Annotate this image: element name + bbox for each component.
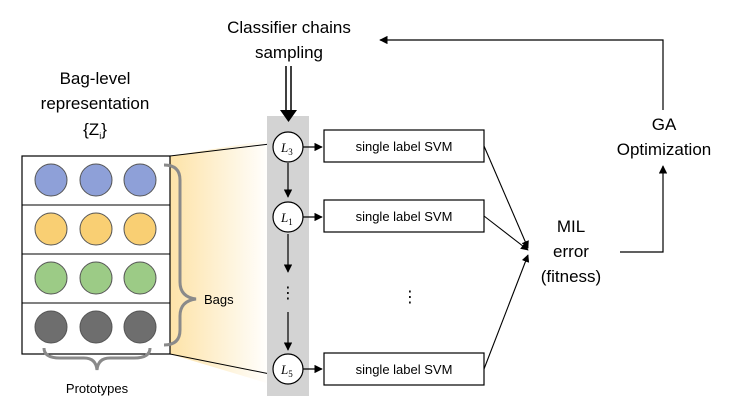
svg-text:L5: L5 (280, 362, 293, 379)
prototype-circle-green-2 (79, 261, 113, 295)
ga-label-line2: Optimization (617, 140, 711, 159)
prototype-circle-green-1 (34, 261, 68, 295)
prototype-circle-green-3 (123, 261, 157, 295)
svm-vdots: ⋮ (402, 289, 418, 306)
mil-label-line3: (fitness) (541, 267, 601, 286)
svm-box-1: single label SVM (323, 129, 485, 163)
svg-text:single label SVM: single label SVM (356, 209, 453, 224)
representation-symbol: {Zi} (83, 120, 107, 141)
mil-label-line1: MIL (557, 217, 585, 236)
prototype-circle-blue-3 (123, 163, 157, 197)
classifier-chains-title-line1: Classifier chains (227, 18, 351, 37)
prototypes-brace (42, 347, 152, 371)
prototype-circle-gray-1 (34, 310, 68, 344)
prototypes-label: Prototypes (66, 381, 129, 396)
svm1-to-mil-arrow (483, 145, 529, 249)
prototype-circle-yellow-2 (79, 212, 113, 246)
svg-text:single label SVM: single label SVM (356, 362, 453, 377)
classifier-chains-title-line2: sampling (255, 43, 323, 62)
chain-node-2: L1 (272, 201, 304, 233)
representation-label-line2: representation (41, 94, 150, 113)
chain-node-3: L5 (272, 353, 304, 385)
prototype-circle-gray-2 (79, 310, 113, 344)
prototype-circle-gray-3 (123, 310, 157, 344)
prototype-circle-yellow-1 (34, 212, 68, 246)
bags-label: Bags (204, 292, 234, 307)
bags-brace (163, 163, 197, 347)
sampling-arrow-head (280, 110, 297, 122)
prototype-circle-blue-1 (34, 163, 68, 197)
svm-box-2: single label SVM (323, 199, 485, 233)
chain-node-1: L3 (272, 131, 304, 163)
projection-line-bottom (169, 353, 271, 375)
mil-label-line2: error (553, 242, 589, 261)
svg-text:L3: L3 (280, 140, 293, 157)
projection-fan (170, 140, 270, 384)
projection-line-top (169, 143, 271, 157)
svm2-to-mil-arrow (483, 215, 529, 251)
ga-feedback-arrow (379, 35, 664, 110)
prototype-circle-blue-2 (79, 163, 113, 197)
ga-label-line1: GA (652, 115, 677, 134)
chain-vdots: ⋮ (280, 285, 296, 302)
svg-text:single label SVM: single label SVM (356, 139, 453, 154)
svm3-to-mil-arrow (483, 254, 530, 370)
svm-box-3: single label SVM (323, 352, 485, 386)
svg-text:L1: L1 (280, 210, 293, 227)
bag-matrix (21, 155, 171, 355)
representation-label-line1: Bag-level (60, 69, 131, 88)
prototype-circle-yellow-3 (123, 212, 157, 246)
mil-to-ga-arrow (620, 165, 668, 253)
